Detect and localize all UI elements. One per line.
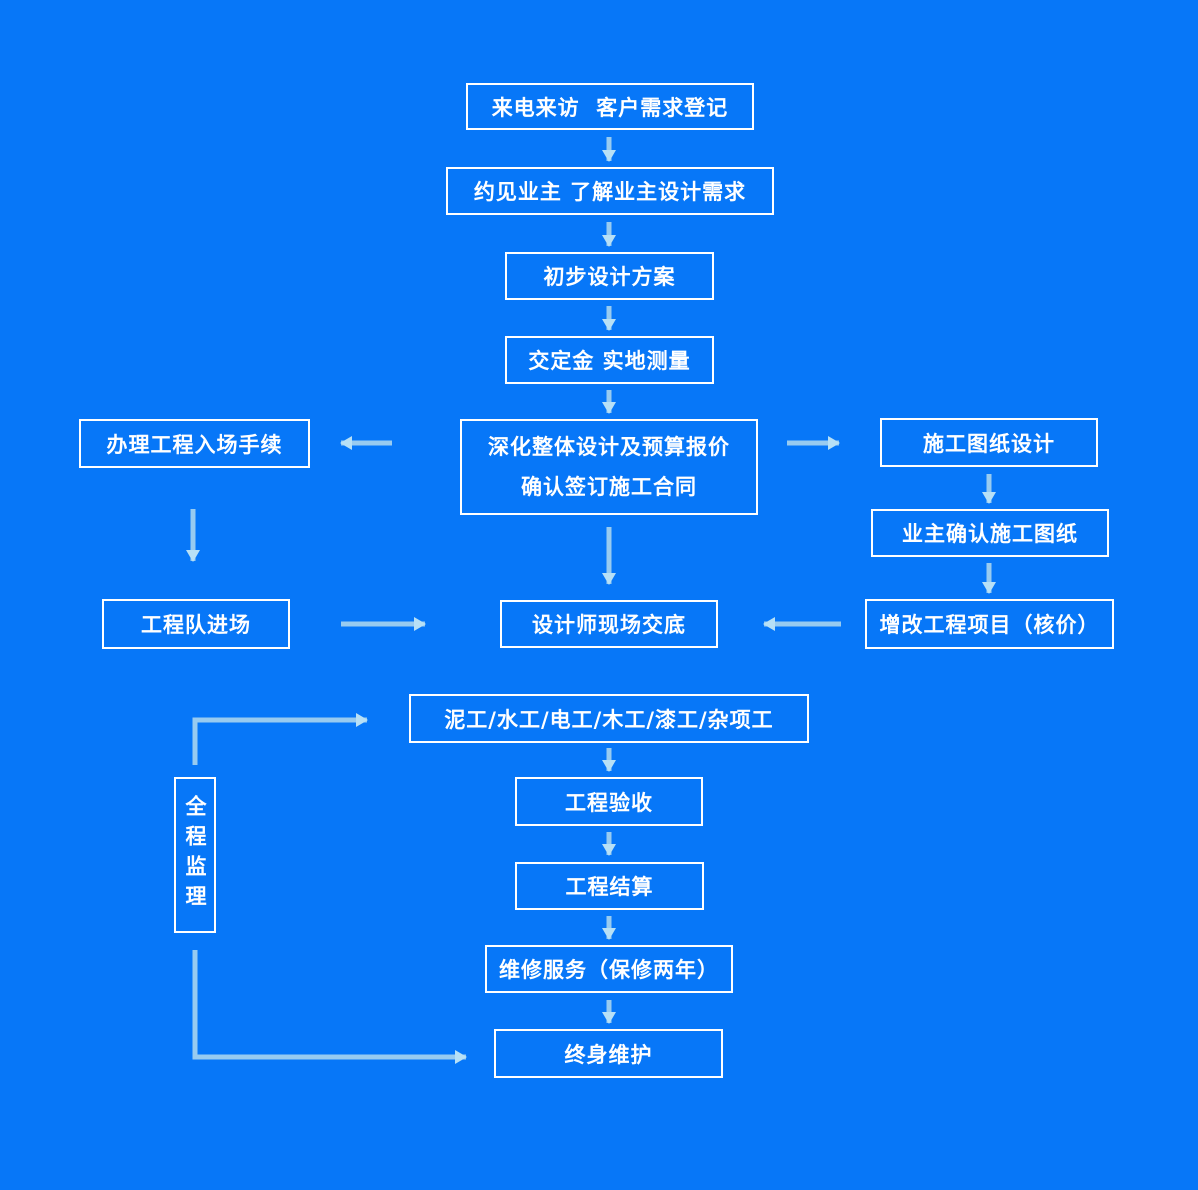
node-deposit-survey: 交定金 实地测量 <box>505 336 714 384</box>
node-full-supervision-label: 全程监理 <box>183 795 207 915</box>
node-deposit-survey-label: 交定金 实地测量 <box>528 349 691 373</box>
node-owner-confirm-drawing: 业主确认施工图纸 <box>871 509 1109 557</box>
node-lifetime-maintenance-label: 终身维护 <box>564 1042 653 1067</box>
node-deepen-design-line1: 深化整体设计及预算报价 <box>488 435 730 459</box>
node-trades: 泥工/水工/电工/木工/漆工/杂项工 <box>409 694 809 743</box>
node-team-entry-label: 工程队进场 <box>141 613 251 637</box>
node-meet-owner-label: 约见业主 了解业主设计需求 <box>473 180 747 204</box>
node-entry-procedures-label: 办理工程入场手续 <box>106 432 283 457</box>
node-modify-project-label: 增改工程项目（核价） <box>879 613 1100 637</box>
node-designer-briefing: 设计师现场交底 <box>500 600 718 648</box>
node-construction-drawing: 施工图纸设计 <box>880 418 1098 467</box>
node-team-entry: 工程队进场 <box>102 599 290 649</box>
node-settlement-label: 工程结算 <box>565 875 654 899</box>
node-maintenance-service-label: 维修服务（保修两年） <box>499 958 719 982</box>
node-preliminary-design: 初步设计方案 <box>505 252 714 300</box>
node-deepen-design-line2: 确认签订施工合同 <box>521 475 697 499</box>
node-full-supervision: 全程监理 <box>174 777 216 933</box>
node-owner-confirm-drawing-label: 业主确认施工图纸 <box>902 522 1078 546</box>
node-entry-procedures: 办理工程入场手续 <box>79 419 310 468</box>
node-acceptance: 工程验收 <box>515 777 703 826</box>
node-designer-briefing-label: 设计师现场交底 <box>532 613 686 637</box>
node-preliminary-design-label: 初步设计方案 <box>543 265 676 289</box>
node-deepen-design: 深化整体设计及预算报价 确认签订施工合同 <box>460 419 758 515</box>
node-maintenance-service: 维修服务（保修两年） <box>485 945 733 993</box>
node-acceptance-label: 工程验收 <box>565 790 653 815</box>
arrow-supervision-to-lifetime <box>192 950 467 1064</box>
node-settlement: 工程结算 <box>515 862 704 910</box>
node-customer-registration-label: 来电来访 客户需求登记 <box>491 95 729 120</box>
node-customer-registration: 来电来访 客户需求登记 <box>466 83 754 130</box>
node-meet-owner: 约见业主 了解业主设计需求 <box>446 167 774 215</box>
node-modify-project: 增改工程项目（核价） <box>865 599 1114 649</box>
arrow-supervision-to-trades <box>192 713 368 765</box>
node-construction-drawing-label: 施工图纸设计 <box>923 431 1055 456</box>
node-trades-label: 泥工/水工/电工/木工/漆工/杂项工 <box>444 707 774 732</box>
node-lifetime-maintenance: 终身维护 <box>494 1029 723 1078</box>
